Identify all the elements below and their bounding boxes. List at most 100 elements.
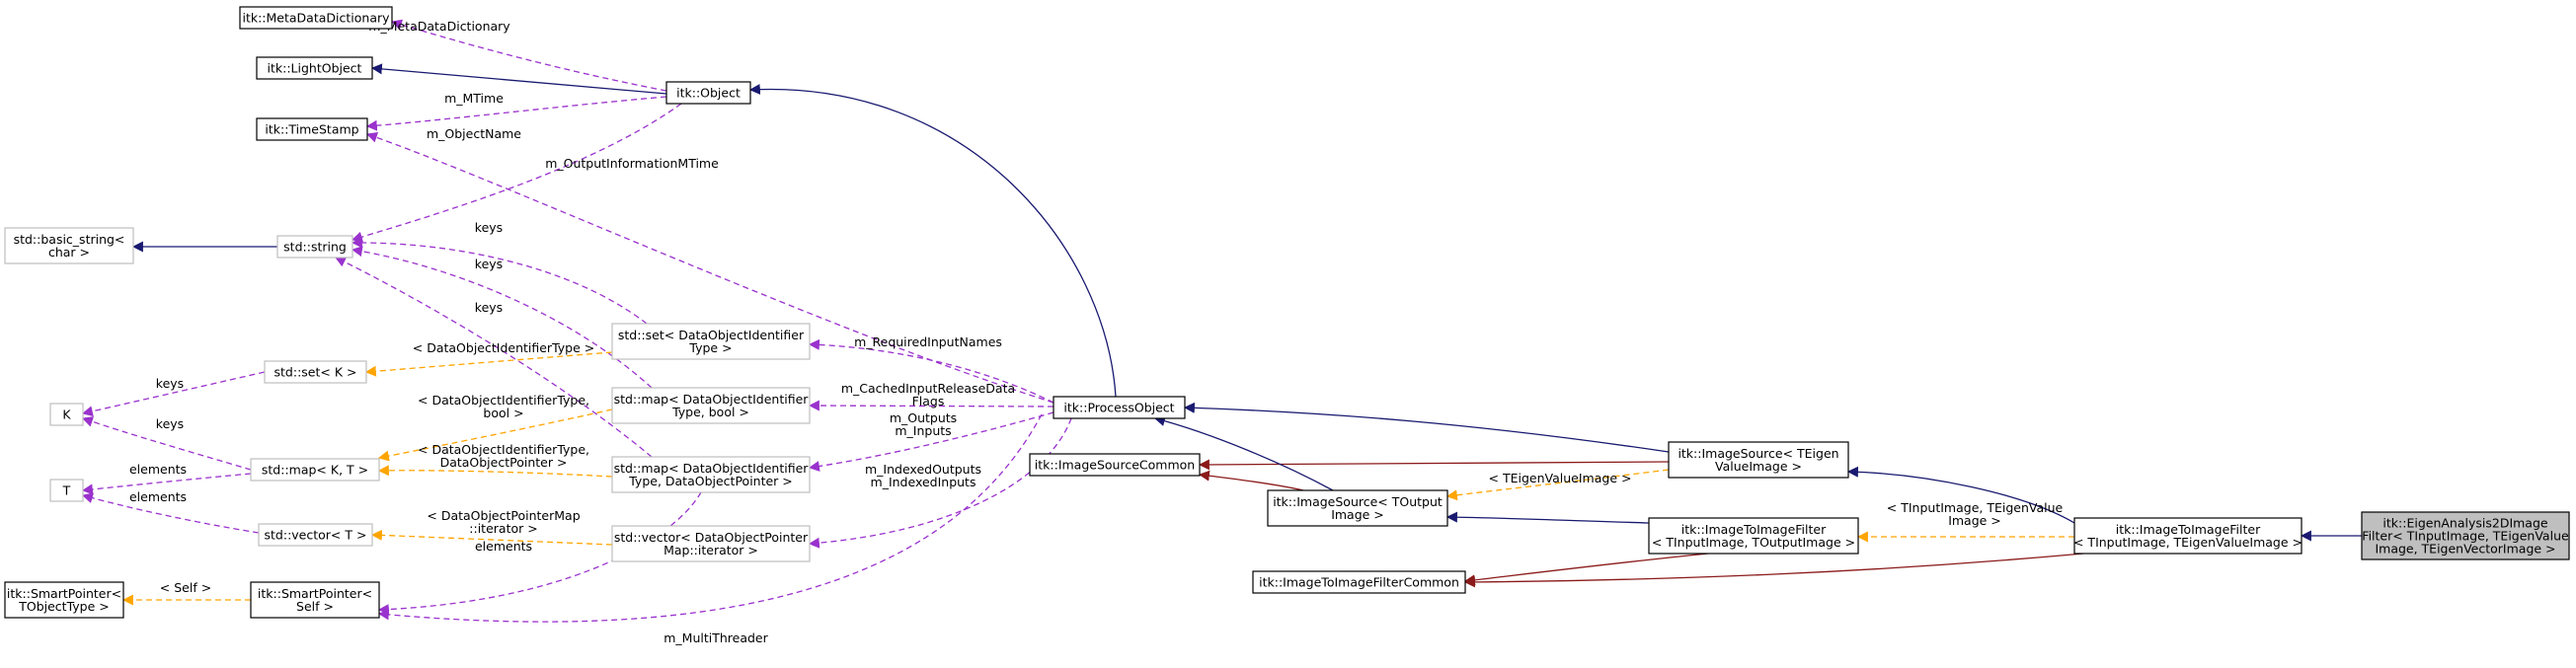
class-name: itk::ImageSourceCommon	[1035, 458, 1195, 473]
private-inheritance-edge	[1463, 553, 2084, 588]
class-node-basicstring[interactable]: std::basic_string<char >	[4, 227, 134, 264]
edge-label-tpl-doitype-bool: < DataObjectIdentifierType,bool >	[418, 393, 589, 420]
class-name: std::map< K, T >	[262, 463, 368, 478]
edge-label-m-metadatadictionary: m_MetaDataDictionary	[368, 19, 510, 34]
class-name: itk::LightObject	[268, 61, 362, 76]
class-name: std::basic_string<char >	[14, 232, 125, 260]
class-name: T	[62, 483, 71, 498]
class-name: itk::SmartPointer<TObjectType >	[7, 586, 121, 614]
class-name: itk::ImageToImageFilter< TInputImage, TO…	[1652, 522, 1855, 550]
usage-edge	[390, 19, 667, 92]
class-node-i2ifiltertio[interactable]: itk::ImageToImageFilter< TInputImage, TO…	[1648, 517, 1859, 555]
class-node-string[interactable]: std::string	[276, 235, 353, 259]
edge-label-keys-mapKT: keys	[156, 416, 184, 431]
edge-label-m-outputinformationmtime: m_OutputInformationMTime	[545, 156, 719, 171]
inheritance-edge	[1183, 402, 1670, 453]
class-name: itk::ProcessObject	[1063, 401, 1174, 415]
class-node-t[interactable]: T	[49, 479, 84, 502]
class-node-setk[interactable]: std::set< K >	[264, 360, 367, 384]
class-name: std::string	[283, 240, 347, 255]
usage-edge	[81, 492, 260, 534]
class-node-lightobject[interactable]: itk::LightObject	[256, 56, 373, 80]
edge-label-tpl-teigenvalueimage: < TEigenValueImage >	[1489, 471, 1632, 485]
edge-label-elements-map: elements	[129, 462, 187, 477]
edge-label-keys-setK: keys	[156, 376, 184, 391]
edge-label-keys-map1: keys	[475, 257, 503, 271]
usage-edge	[81, 371, 266, 417]
usage-edge	[808, 400, 1054, 411]
template-edge	[370, 529, 613, 546]
class-name: std::vector< T >	[265, 528, 367, 543]
class-name: itk::Object	[676, 86, 741, 101]
usage-edge	[351, 246, 653, 389]
usage-edge	[808, 411, 1054, 472]
template-edge	[364, 351, 613, 377]
edge-label-tpl-self: < Self >	[160, 580, 211, 595]
class-node-object[interactable]: itk::Object	[665, 81, 751, 105]
class-name: itk::ImageToImageFilterCommon	[1259, 575, 1459, 590]
usage-edge	[81, 416, 252, 471]
usage-edge	[365, 132, 1054, 404]
inheritance-edge	[370, 63, 667, 95]
class-name: itk::MetaDataDictionary	[242, 11, 390, 26]
template-edge	[377, 465, 613, 478]
edge-label-keys-set: keys	[475, 220, 503, 235]
template-edge	[377, 408, 613, 462]
class-node-imgsrccommon[interactable]: itk::ImageSourceCommon	[1029, 453, 1201, 477]
class-node-vectort[interactable]: std::vector< T >	[258, 523, 373, 547]
class-name: itk::SmartPointer<Self >	[258, 586, 372, 614]
usage-edge	[377, 491, 702, 616]
private-inheritance-edge	[1198, 470, 1304, 491]
class-node-k[interactable]: K	[49, 403, 84, 426]
private-inheritance-edge	[1198, 459, 1670, 471]
class-node-smartptrself[interactable]: itk::SmartPointer<Self >	[250, 581, 380, 619]
class-node-processobject[interactable]: itk::ProcessObject	[1053, 396, 1186, 419]
class-name: std::set< K >	[274, 365, 357, 380]
class-node-smartptrtobj[interactable]: itk::SmartPointer<TObjectType >	[4, 581, 124, 619]
class-name: itk::ImageToImageFilter< TInputImage, TE…	[2073, 522, 2303, 550]
usage-edge	[808, 338, 1054, 404]
edge-label-m-requiredinputnames: m_RequiredInputNames	[854, 334, 1002, 349]
usage-edge	[377, 413, 1043, 623]
template-edge	[1445, 469, 1670, 501]
usage-edge	[351, 237, 648, 325]
inheritance-edge	[748, 84, 1117, 398]
private-inheritance-edge	[1463, 553, 1709, 586]
class-node-i2icommon[interactable]: itk::ImageToImageFilterCommon	[1252, 570, 1466, 594]
edge-label-keys-map2: keys	[475, 300, 503, 315]
edge-label-m-multithreader: m_MultiThreader	[664, 631, 768, 645]
class-node-metadatadict[interactable]: itk::MetaDataDictionary	[239, 6, 393, 30]
usage-edge	[81, 473, 252, 495]
class-node-i2ifiltertie[interactable]: itk::ImageToImageFilter< TInputImage, TE…	[2073, 517, 2303, 555]
class-node-timestamp[interactable]: itk::TimeStamp	[256, 117, 368, 141]
usage-edge	[808, 417, 1072, 549]
usage-edge	[335, 257, 653, 458]
class-name: itk::TimeStamp	[265, 122, 358, 137]
usage-edge	[365, 96, 667, 131]
edge-label-elements-tpl: elements	[475, 539, 532, 554]
edge-label-tpl-doitype-ptr: < DataObjectIdentifierType,DataObjectPoi…	[418, 442, 589, 470]
inheritance-edge	[1153, 415, 1334, 491]
inheritance-edge	[1445, 511, 1650, 524]
edge-label-elements-vec: elements	[129, 489, 187, 504]
edge-label-tpl-doitype: < DataObjectIdentifierType >	[413, 340, 594, 355]
class-node-mapkt[interactable]: std::map< K, T >	[250, 458, 380, 482]
